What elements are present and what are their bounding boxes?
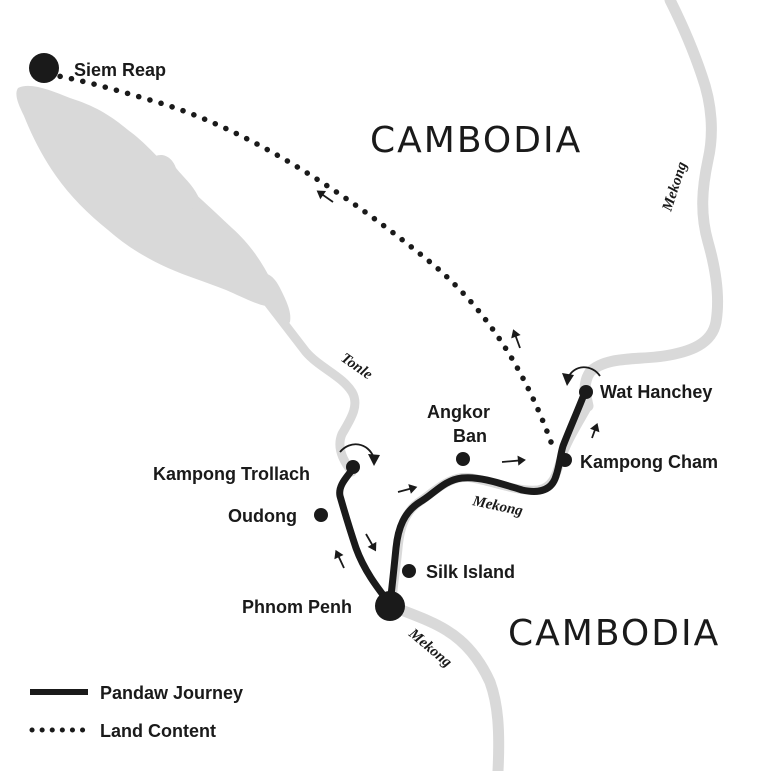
arrow-icon bbox=[590, 422, 600, 439]
kampong-trollach-marker bbox=[346, 460, 360, 474]
phnom-penh-marker bbox=[375, 591, 405, 621]
land-route-dotted bbox=[55, 73, 554, 445]
arrow-icon bbox=[397, 484, 418, 494]
direction-arrows bbox=[316, 190, 601, 569]
journey-route-north-spur bbox=[552, 388, 589, 480]
mekong-river-south bbox=[386, 600, 505, 771]
oudong-label: Oudong bbox=[228, 506, 297, 526]
river-label-mekong-north: Mekong bbox=[659, 159, 690, 214]
journey-route-tonle-spur bbox=[336, 466, 394, 608]
silk-island-label: Silk Island bbox=[426, 562, 515, 582]
turnaround-arrow-icon bbox=[562, 366, 601, 386]
angkor-ban-label-line2: Ban bbox=[453, 426, 487, 446]
journey-route-main bbox=[386, 472, 560, 608]
arrow-icon bbox=[365, 533, 377, 552]
oudong-marker bbox=[314, 508, 328, 522]
arrow-icon bbox=[316, 190, 334, 203]
tonle-sap-lake bbox=[16, 85, 277, 306]
legend-land-label: Land Content bbox=[100, 721, 216, 741]
mekong-river-north bbox=[579, 0, 724, 412]
river-label-mekong-middle: Mekong bbox=[470, 493, 525, 520]
place-markers bbox=[29, 53, 593, 621]
kampong-cham-marker bbox=[558, 453, 572, 467]
country-label-north: CAMBODIA bbox=[370, 120, 582, 161]
legend-journey-label: Pandaw Journey bbox=[100, 683, 243, 703]
legend: Pandaw Journey Land Content bbox=[29, 683, 243, 741]
silk-island-marker bbox=[402, 564, 416, 578]
lake-inlet-south bbox=[257, 273, 291, 325]
turnaround-arrow-icon bbox=[339, 443, 380, 466]
arrow-icon bbox=[501, 455, 526, 466]
siem-reap-marker bbox=[29, 53, 59, 83]
kampong-trollach-label: Kampong Trollach bbox=[153, 464, 310, 484]
kampong-cham-label: Kampong Cham bbox=[580, 452, 718, 472]
wat-hanchey-marker bbox=[579, 385, 593, 399]
arrow-icon bbox=[334, 549, 345, 569]
tonle-sap-river bbox=[261, 295, 360, 477]
angkor-ban-label-line1: Angkor bbox=[427, 402, 490, 422]
wat-hanchey-label: Wat Hanchey bbox=[600, 382, 712, 402]
angkor-ban-marker bbox=[456, 452, 470, 466]
arrow-icon bbox=[511, 329, 521, 349]
lake-inlet-east bbox=[148, 154, 200, 209]
phnom-penh-label: Phnom Penh bbox=[242, 597, 352, 617]
country-label-south: CAMBODIA bbox=[508, 613, 720, 654]
siem-reap-label: Siem Reap bbox=[74, 60, 166, 80]
